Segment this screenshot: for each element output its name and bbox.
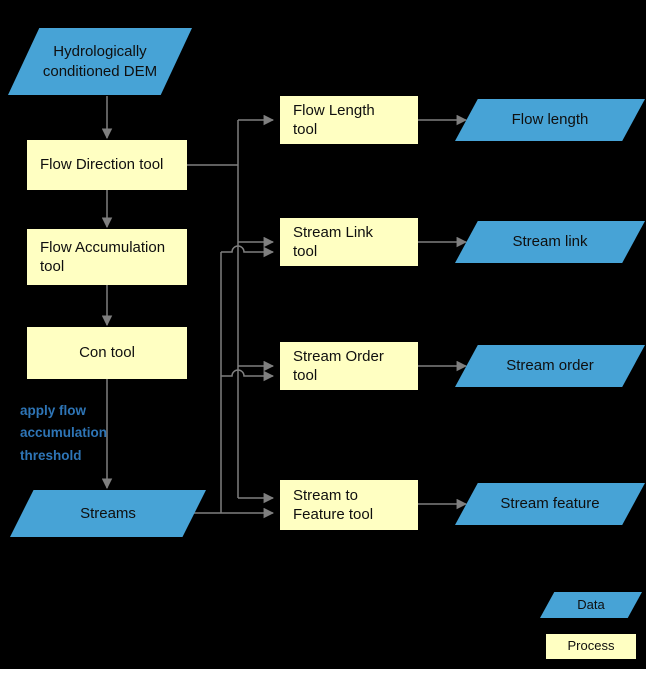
node-streams: Streams	[10, 490, 206, 537]
node-stream-link-tool: Stream Link tool	[280, 218, 418, 266]
node-hydrologically-conditioned-dem: Hydrologically conditioned DEM	[8, 28, 192, 95]
node-flow-length-output: Flow length	[455, 99, 645, 141]
node-con-tool: Con tool	[27, 327, 187, 379]
node-stream-to-feature-tool: Stream to Feature tool	[280, 480, 418, 530]
node-stream-feature-output: Stream feature	[455, 483, 645, 525]
node-flow-direction-tool: Flow Direction tool	[27, 140, 187, 190]
arrow-streams-to-stream-order-tool	[221, 369, 275, 382]
node-stream-link-output: Stream link	[455, 221, 645, 263]
legend-process-shape: Process	[546, 634, 636, 659]
node-flow-accumulation-tool: Flow Accumulation tool	[27, 229, 187, 285]
node-flow-length-tool: Flow Length tool	[280, 96, 418, 144]
node-stream-order-tool: Stream Order tool	[280, 342, 418, 390]
annotation-apply-flow-accumulation-threshold: apply flow accumulation threshold	[20, 403, 108, 463]
arrow-streams-to-stream-link-tool	[221, 245, 275, 258]
legend-data-shape: Data	[540, 592, 642, 618]
node-stream-order-output: Stream order	[455, 345, 645, 387]
